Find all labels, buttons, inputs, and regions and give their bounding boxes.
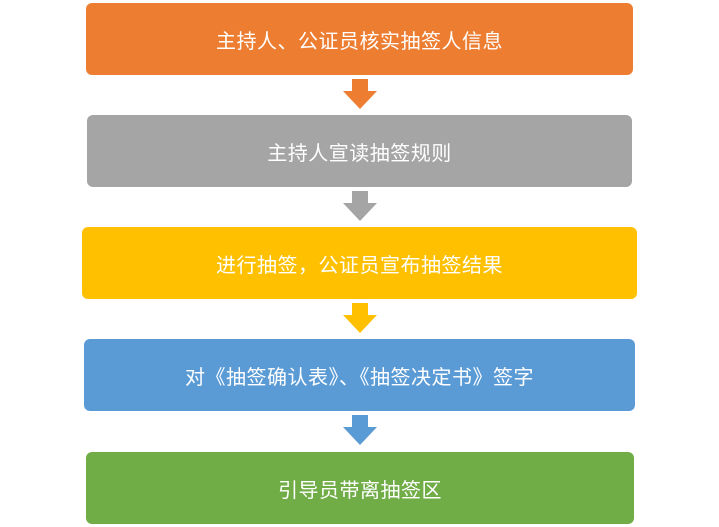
flow-step-label: 主持人宣读抽签规则	[267, 140, 452, 165]
down-arrow-icon	[343, 191, 377, 221]
flow-step-label: 进行抽签，公证员宣布抽签结果	[216, 252, 503, 277]
down-arrow-icon	[343, 303, 377, 333]
flow-step-draw-lots: 进行抽签，公证员宣布抽签结果	[82, 227, 637, 299]
flow-step-sign-forms: 对《抽签确认表》、《抽签决定书》签字	[84, 339, 635, 411]
flow-step-label: 对《抽签确认表》、《抽签决定书》签字	[185, 364, 534, 389]
down-arrow-icon	[343, 415, 377, 445]
flow-step-verify-info: 主持人、公证员核实抽签人信息	[86, 3, 633, 75]
flow-step-read-rules: 主持人宣读抽签规则	[87, 115, 632, 187]
flow-step-label: 主持人、公证员核实抽签人信息	[216, 28, 503, 53]
down-arrow-icon	[343, 79, 377, 109]
flow-step-label: 引导员带离抽签区	[278, 477, 442, 502]
flow-step-exit-area: 引导员带离抽签区	[86, 452, 634, 524]
